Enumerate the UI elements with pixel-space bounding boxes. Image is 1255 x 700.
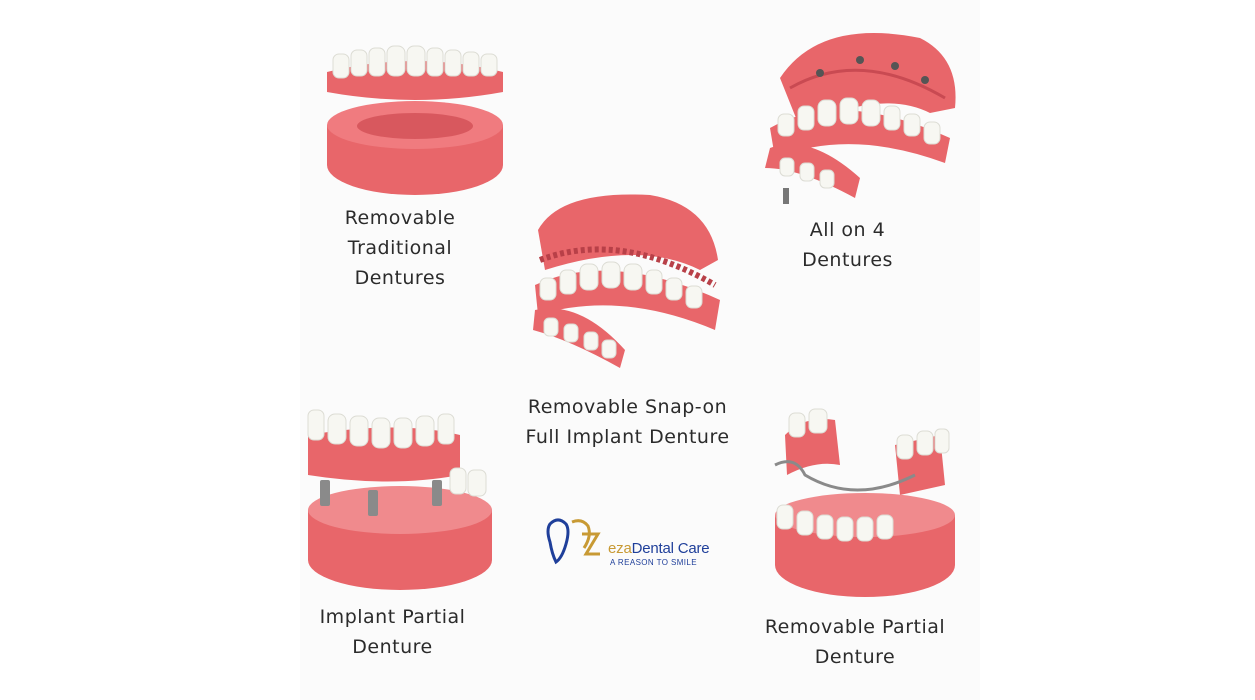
caption-line: Dentures — [802, 249, 893, 271]
tooth-logo-icon — [546, 518, 601, 565]
caption-line: Denture — [814, 646, 896, 668]
caption-line: All on 4 — [809, 219, 886, 241]
implant-partial-denture-illustration — [307, 409, 492, 590]
caption-line: Removable Partial — [764, 616, 946, 638]
caption-removable-partial: Removable Partial Denture — [755, 612, 955, 672]
caption-all-on-4: All on 4 Dentures — [780, 215, 915, 275]
caption-line: Removable — [344, 207, 456, 229]
snap-on-denture-illustration — [533, 194, 720, 368]
caption-implant-partial: Implant Partial Denture — [305, 602, 480, 662]
caption-line: Dentures — [354, 267, 446, 289]
caption-line: Traditional — [347, 237, 453, 259]
traditional-denture-illustration — [327, 45, 503, 195]
removable-partial-denture-illustration — [774, 408, 955, 597]
caption-traditional: Removable Traditional Dentures — [320, 203, 480, 293]
caption-line: Removable Snap-on — [527, 396, 728, 418]
caption-line: Full Implant Denture — [525, 426, 730, 448]
logo-name: ezaDental Care — [608, 540, 710, 557]
all-on-4-denture-illustration — [765, 33, 956, 204]
logo-name-prefix: eza — [608, 540, 632, 557]
clinic-logo: ezaDental Care A REASON TO SMILE — [540, 512, 720, 576]
caption-line: Implant Partial — [319, 606, 466, 628]
logo-tagline: A REASON TO SMILE — [610, 558, 697, 567]
caption-snap-on: Removable Snap-on Full Implant Denture — [510, 392, 745, 452]
caption-line: Denture — [352, 636, 433, 658]
logo-name-main: Dental Care — [631, 540, 710, 557]
